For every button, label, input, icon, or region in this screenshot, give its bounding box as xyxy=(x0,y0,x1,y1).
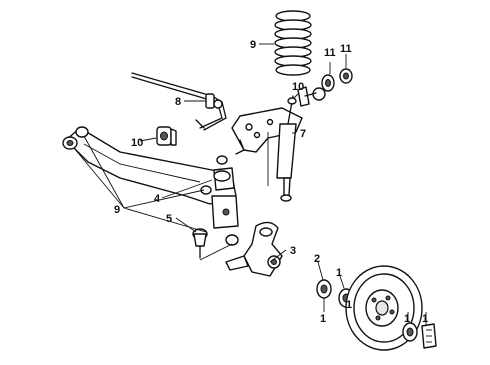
callout-7: 8 xyxy=(175,96,181,108)
lower-control-arm xyxy=(62,126,237,205)
callout-11-left: 11 xyxy=(324,47,336,59)
coil-spring xyxy=(274,10,312,76)
callout-10: 10 xyxy=(292,81,304,93)
callout-6: 9 xyxy=(250,39,256,51)
callout-1-e: 1 xyxy=(346,299,352,311)
lower-ball-joint xyxy=(192,228,239,259)
callout-4-lower: 5 xyxy=(166,213,172,225)
callout-3: 3 xyxy=(290,245,296,257)
callout-5: 7 xyxy=(300,128,306,140)
callout-9: 9 xyxy=(114,204,120,216)
callout-1-d: 1 xyxy=(422,313,428,325)
stabilizer-bushing xyxy=(156,126,177,146)
callout-4-upper: 4 xyxy=(154,193,161,205)
callout-labels: 9 11 11 10 8 7 10 4 9 5 3 2 1 1 1 1 1 xyxy=(114,39,428,325)
outer-bearing-cap xyxy=(402,322,437,349)
upper-ball-joint xyxy=(200,155,239,229)
callout-2: 2 xyxy=(314,253,320,265)
callout-11-right: 11 xyxy=(340,43,352,55)
callout-1-b: 1 xyxy=(320,313,326,325)
callout-1-a: 1 xyxy=(336,267,342,279)
mount-bushing-parts xyxy=(297,68,353,107)
callout-8: 10 xyxy=(131,137,143,149)
leader-lines xyxy=(73,43,427,326)
upper-mount-bracket xyxy=(231,107,303,155)
stabilizer-bar xyxy=(131,72,227,131)
shock-absorber xyxy=(267,95,297,202)
steering-knuckle xyxy=(225,221,283,277)
callout-1-c: 1 xyxy=(404,313,410,325)
